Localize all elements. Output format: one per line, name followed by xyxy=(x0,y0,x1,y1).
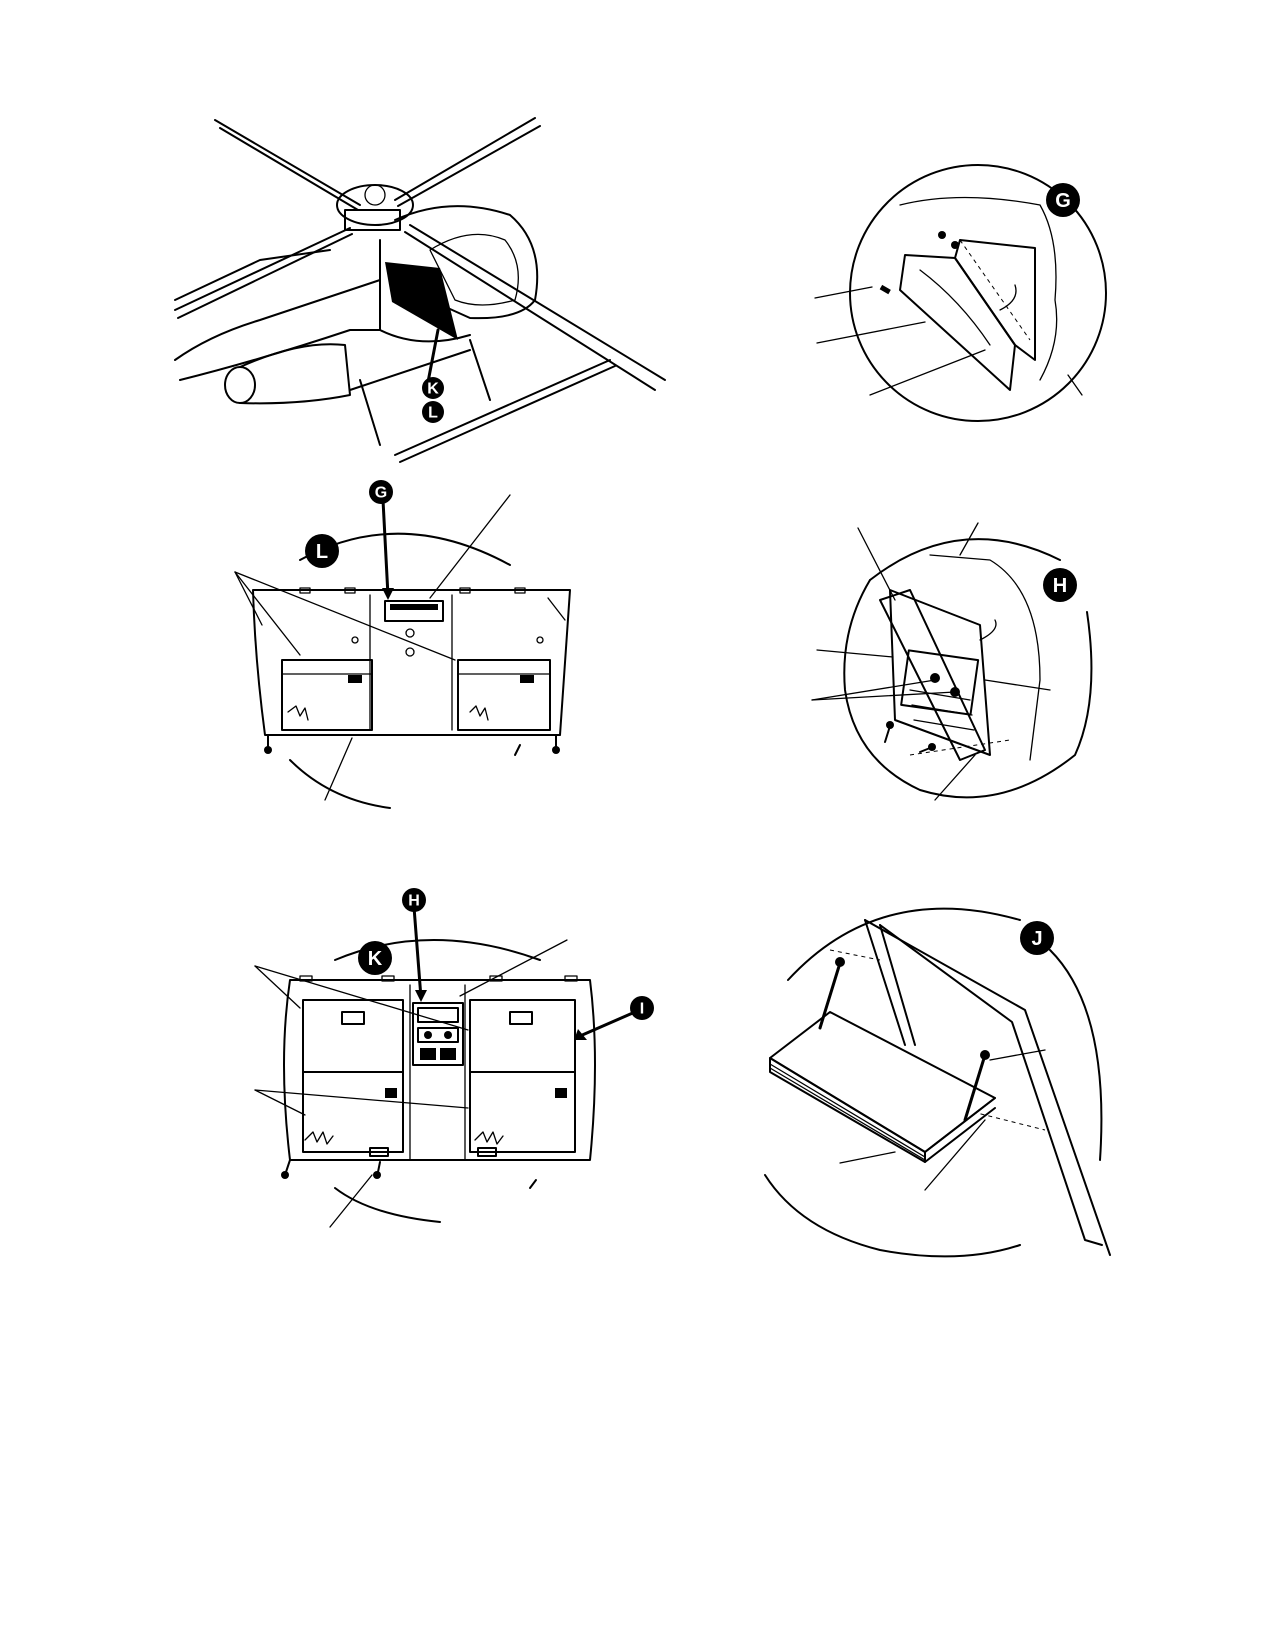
callout-l-label: L xyxy=(428,405,438,422)
detail-k: H I K xyxy=(254,888,654,1228)
detail-l-g-ref-marker xyxy=(369,480,393,504)
detail-k-i-ref-label: I xyxy=(640,1001,644,1018)
detail-g-label: G xyxy=(1055,190,1071,212)
detail-l-marker xyxy=(305,534,339,568)
detail-l-label: L xyxy=(316,541,328,563)
detail-j-label: J xyxy=(1031,928,1042,950)
detail-g: G xyxy=(814,164,1107,422)
detail-h-marker xyxy=(1043,568,1077,602)
helicopter-overview: K L xyxy=(174,117,666,463)
detail-l: G L xyxy=(234,480,571,809)
detail-k-label: K xyxy=(368,948,383,970)
detail-j: J xyxy=(764,907,1111,1258)
detail-g-marker xyxy=(1046,183,1080,217)
detail-k-h-ref-marker xyxy=(402,888,426,912)
detail-h: H xyxy=(811,522,1093,801)
callout-k-marker xyxy=(422,377,444,399)
callout-k-label: K xyxy=(427,381,439,398)
callout-l-marker xyxy=(422,401,444,423)
detail-k-i-ref-marker xyxy=(630,996,654,1020)
detail-j-marker xyxy=(1020,921,1054,955)
detail-l-g-ref-label: G xyxy=(375,485,387,502)
detail-k-h-ref-label: H xyxy=(408,893,420,910)
detail-k-marker xyxy=(358,941,392,975)
detail-h-label: H xyxy=(1053,575,1067,597)
